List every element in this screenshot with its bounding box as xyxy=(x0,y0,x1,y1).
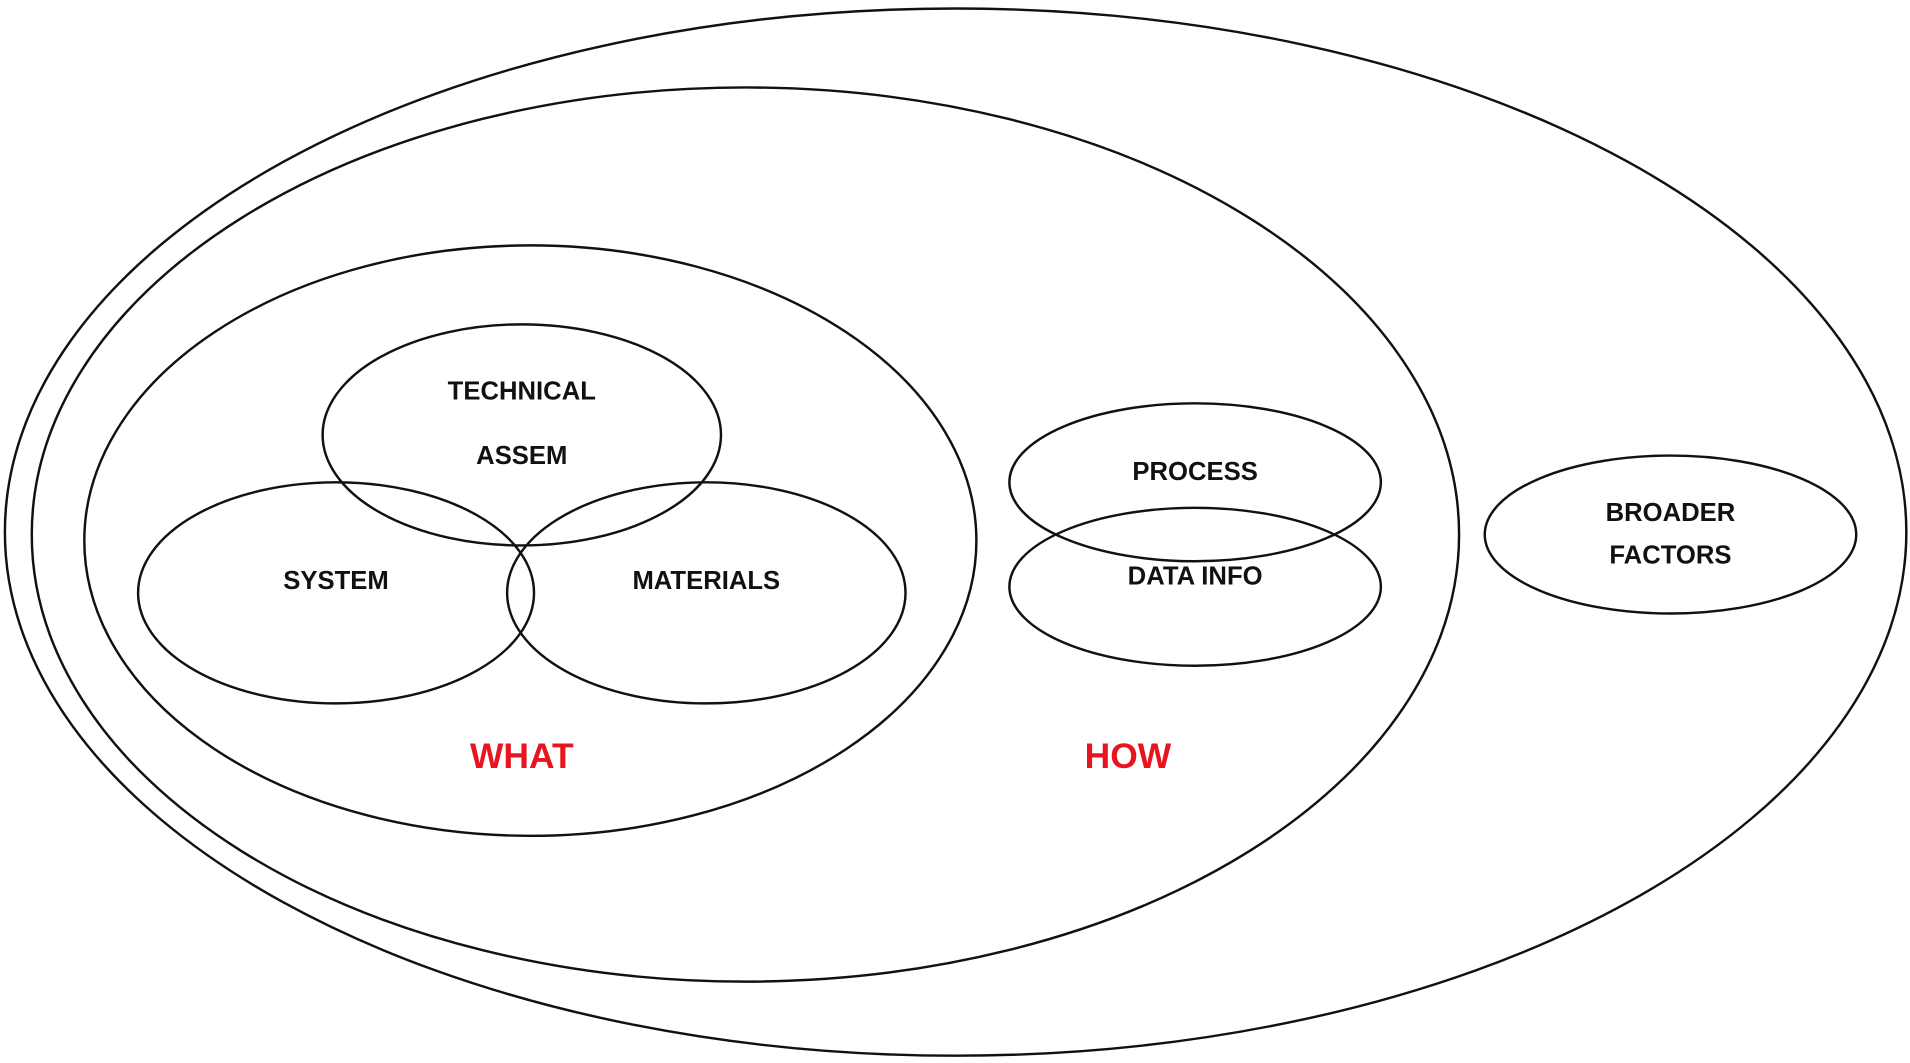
materials-label: MATERIALS xyxy=(632,567,780,595)
system-label: SYSTEM xyxy=(283,567,388,595)
process-label: PROCESS xyxy=(1132,458,1257,486)
what-label: WHAT xyxy=(470,737,574,776)
process-ellipse xyxy=(1008,402,1383,563)
assem-label: ASSEM xyxy=(476,442,567,470)
broader-factors-ellipse xyxy=(1483,454,1858,615)
system-ellipse xyxy=(136,481,536,705)
how-label: HOW xyxy=(1085,737,1172,776)
what-ellipse xyxy=(83,244,978,838)
outer-ellipse xyxy=(3,7,1908,1057)
technical-label: TECHNICAL xyxy=(448,378,596,406)
how-ellipse xyxy=(30,86,1461,983)
data-info-label: DATA INFO xyxy=(1128,562,1263,590)
data-info-ellipse xyxy=(1008,506,1383,667)
materials-ellipse xyxy=(505,481,907,705)
broader-label: BROADER xyxy=(1606,499,1736,527)
factors-label: FACTORS xyxy=(1609,542,1731,570)
technical-assem-ellipse xyxy=(321,323,723,547)
